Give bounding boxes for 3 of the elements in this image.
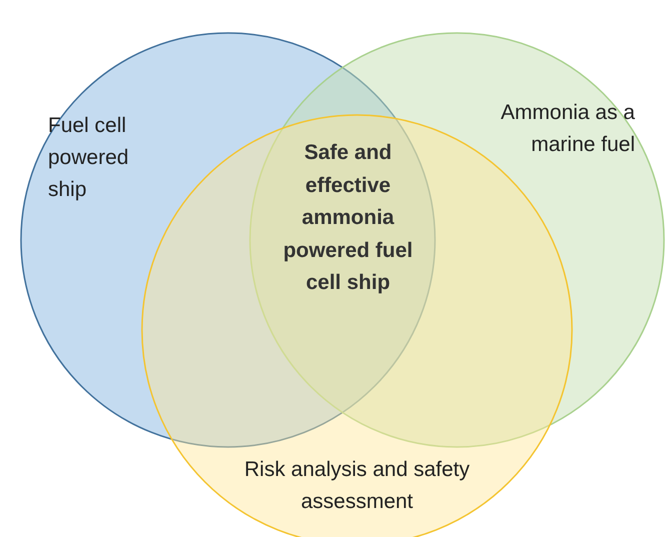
circle-label: Risk analysis and safety assessment: [243, 457, 471, 515]
circle-label: Ammonia as a marine fuel: [500, 100, 635, 158]
overlap-label: Safe and effective ammonia powered fuel cell ship: [282, 140, 414, 296]
